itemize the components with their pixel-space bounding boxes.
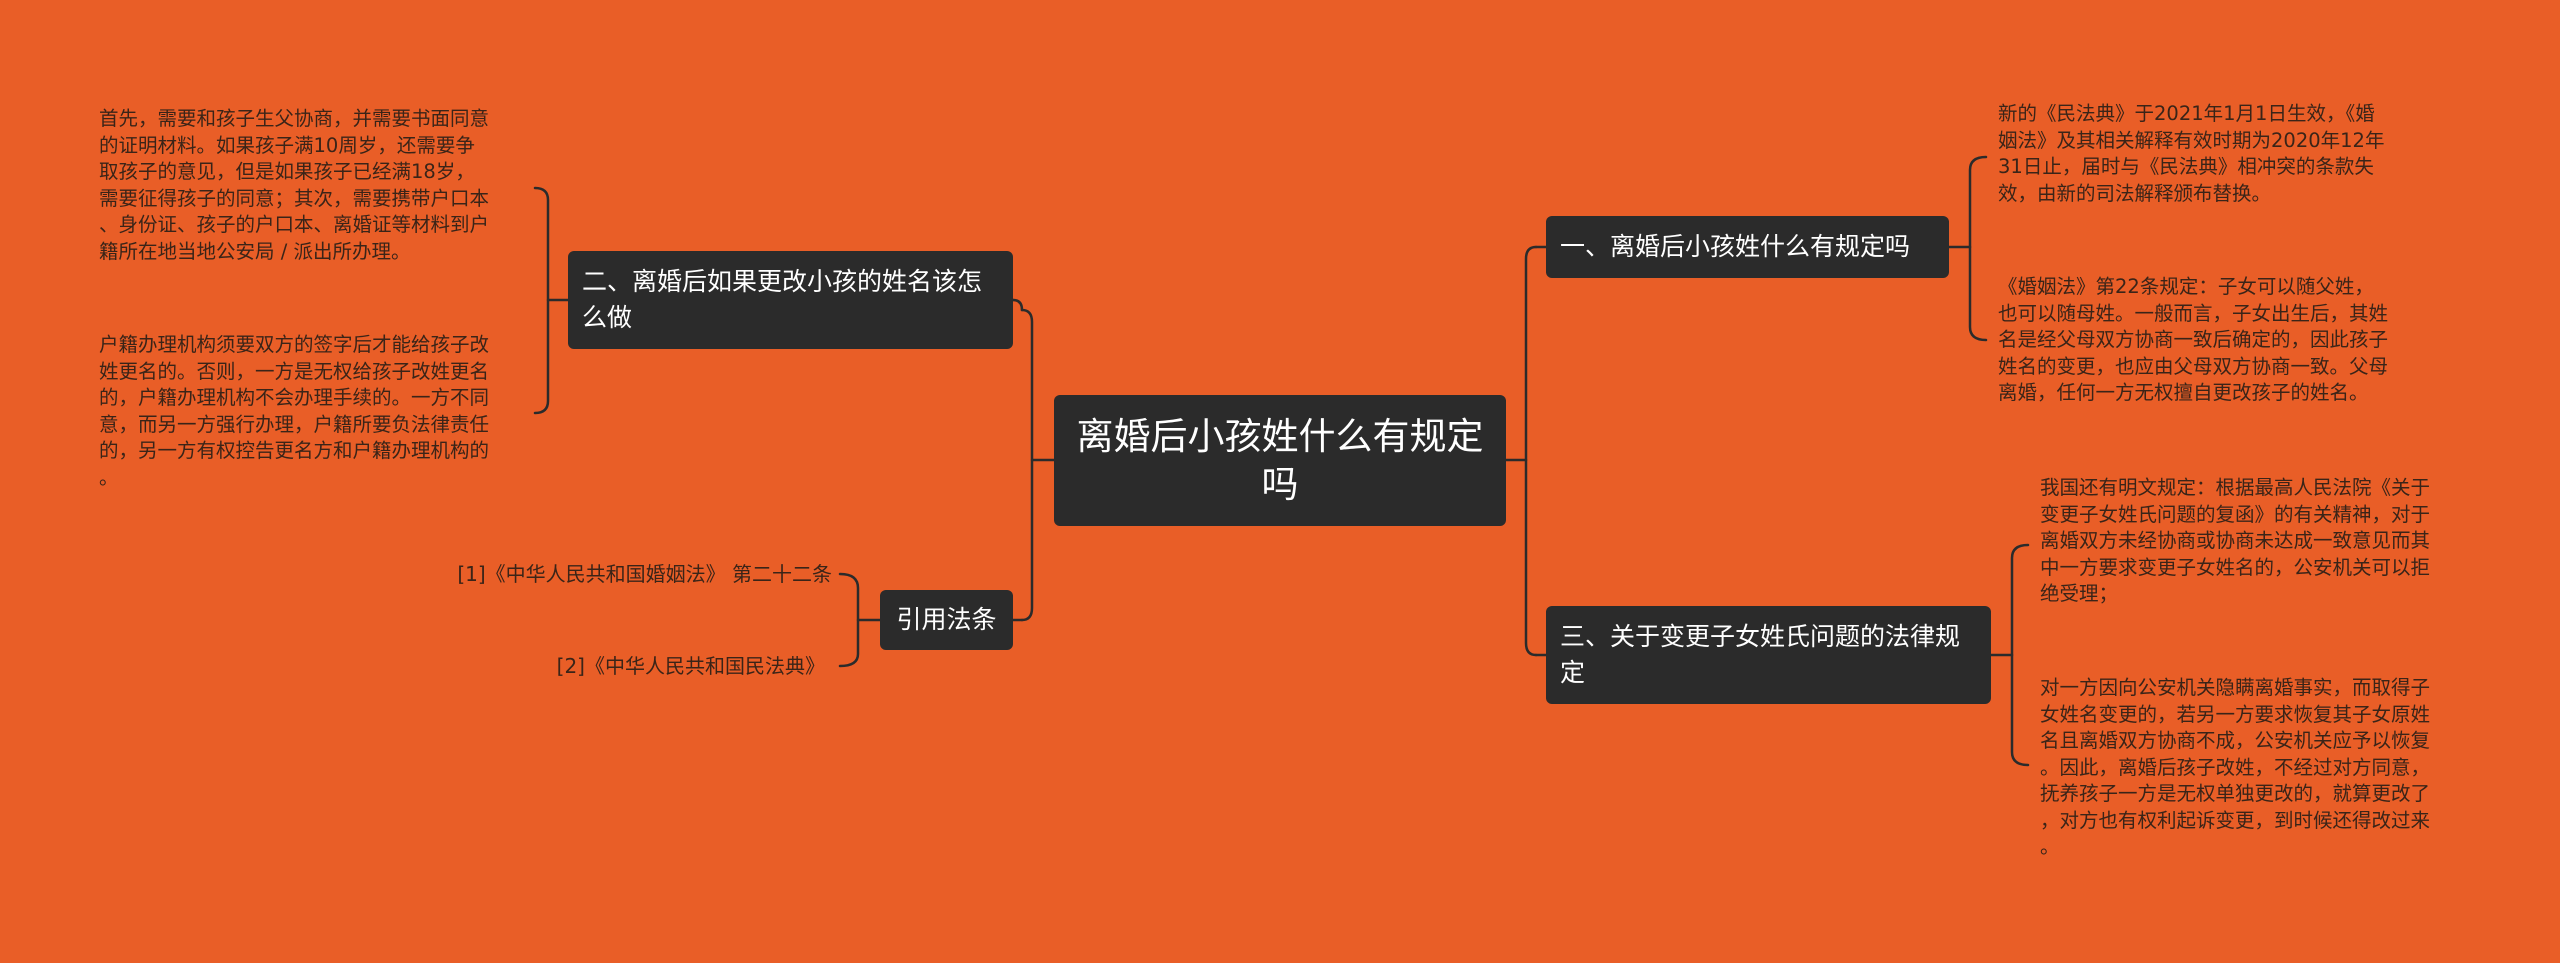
leaf-civil-code-effective: 新的《民法典》于2021年1月1日生效，《婚 姻法》及其相关解释有效时期为202… — [1998, 102, 2385, 205]
connector-r3-bracket — [2010, 543, 2030, 767]
branch-change-name-label: 二、离婚后如果更改小孩的姓名该怎么做 — [582, 267, 983, 332]
leaf-change-name-steps: 首先，需要和孩子生父协商，并需要书面同意 的证明材料。如果孩子满10周岁，还需要… — [99, 107, 490, 263]
root-label: 离婚后小孩姓什么有规定吗 — [1076, 414, 1484, 506]
connector-left-bracket-arc — [533, 186, 550, 415]
connector-left-top — [1011, 298, 1024, 312]
branch-change-name[interactable]: 二、离婚后如果更改小孩的姓名该怎么做 — [568, 251, 1013, 349]
branch-cited-laws[interactable]: 引用法条 — [880, 590, 1013, 650]
leaf-restore-surname: 对一方因向公安机关隐瞒离婚事实，而取得子 女姓名变更的，若另一方要求恢复其子女原… — [2040, 676, 2431, 858]
root-node[interactable]: 离婚后小孩姓什么有规定吗 — [1054, 395, 1506, 526]
branch-surname-rule-label: 一、离婚后小孩姓什么有规定吗 — [1560, 232, 1911, 261]
connector-right-trunk — [1524, 245, 1538, 657]
branch-legal-provisions[interactable]: 三、关于变更子女姓氏问题的法律规定 — [1546, 606, 1991, 704]
branch-cited-laws-label: 引用法条 — [896, 605, 997, 634]
connector-ref-bracket — [838, 572, 860, 668]
connector-left-trunk — [1020, 308, 1034, 622]
connector-r1-bracket — [1968, 155, 1988, 342]
leaf-ref-civil-code: [2]《中华人民共和国民法典》 — [556, 654, 825, 678]
leaf-ref-marriage-law: [1]《中华人民共和国婚姻法》 第二十二条 — [457, 562, 832, 586]
leaf-change-name-consent: 户籍办理机构须要双方的签字后才能给孩子改 姓更名的。否则，一方是无权给孩子改姓更… — [99, 333, 490, 489]
leaf-marriage-law-article22: 《婚姻法》第22条规定：子女可以随父姓， 也可以随母姓。一般而言，子女出生后，其… — [1998, 275, 2389, 404]
branch-surname-rule[interactable]: 一、离婚后小孩姓什么有规定吗 — [1546, 216, 1949, 278]
leaf-supreme-court-reply: 我国还有明文规定：根据最高人民法院《关于 变更子女姓氏问题的复函》的有关精神，对… — [2040, 476, 2431, 605]
branch-legal-provisions-label: 三、关于变更子女姓氏问题的法律规定 — [1560, 622, 1961, 687]
